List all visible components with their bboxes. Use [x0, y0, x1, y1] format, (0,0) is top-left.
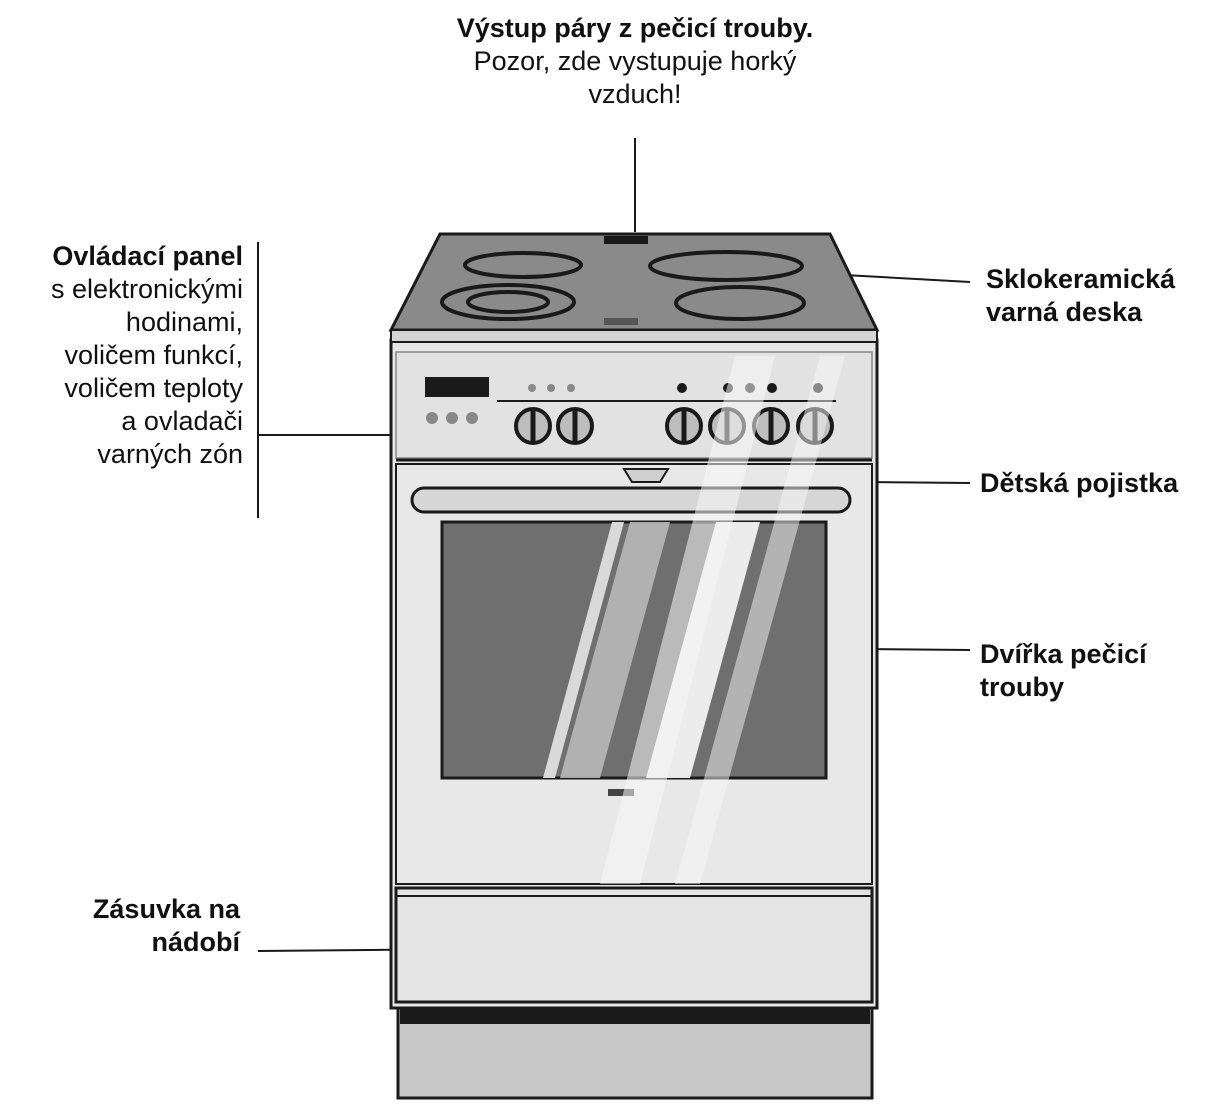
steam-outlet-title: Výstup páry z pečicí trouby.: [456, 13, 814, 43]
label-oven-door: Dvířka pečicí trouby: [980, 638, 1220, 704]
door-handle: [410, 486, 852, 514]
plinth: [396, 1006, 874, 1100]
oven-door: [395, 356, 873, 885]
label-steam-outlet: Výstup páry z pečicí trouby. Pozor, zde …: [330, 12, 940, 111]
cooking-zone: [463, 251, 583, 279]
cooking-zone: [466, 290, 550, 314]
label-child-lock: Dětská pojistka: [980, 467, 1229, 500]
label-hob: Sklokeramická varná deska: [986, 263, 1226, 329]
child-lock-line: Dětská pojistka: [980, 468, 1179, 498]
child-lock: [622, 468, 670, 483]
control-panel-line: hodinami,: [125, 307, 243, 337]
control-panel-line: varných zón: [97, 439, 243, 469]
hob-top: [388, 232, 880, 343]
oven-door-line: Dvířka pečicí: [980, 639, 1147, 669]
storage-drawer: [394, 886, 874, 1004]
control-panel-line: s elektronickými: [50, 274, 243, 304]
oven-door-line: trouby: [980, 672, 1064, 702]
steam-outlet-line: Pozor, zde vystupuje horký: [473, 46, 797, 76]
label-drawer: Zásuvka na nádobí: [20, 893, 240, 959]
hob-line: Sklokeramická: [986, 264, 1176, 294]
cooking-zone: [648, 250, 804, 282]
hob-line: varná deska: [986, 297, 1143, 327]
cooking-zone: [440, 283, 576, 321]
steam-outlet-line: vzduch!: [588, 79, 682, 109]
drawer-line: Zásuvka na: [92, 894, 240, 924]
control-panel-title: Ovládací panel: [52, 241, 243, 271]
control-panel: [395, 351, 873, 462]
control-panel-line: a ovladači: [121, 406, 243, 436]
drawer-line: nádobí: [151, 927, 241, 957]
control-panel-line: voličem funkcí,: [64, 340, 243, 370]
cooking-zone: [674, 285, 806, 321]
control-panel-line: voličem teploty: [64, 373, 243, 403]
clock-display: [425, 377, 489, 397]
label-control-panel: Ovládací panel s elektronickými hodinami…: [0, 240, 243, 471]
